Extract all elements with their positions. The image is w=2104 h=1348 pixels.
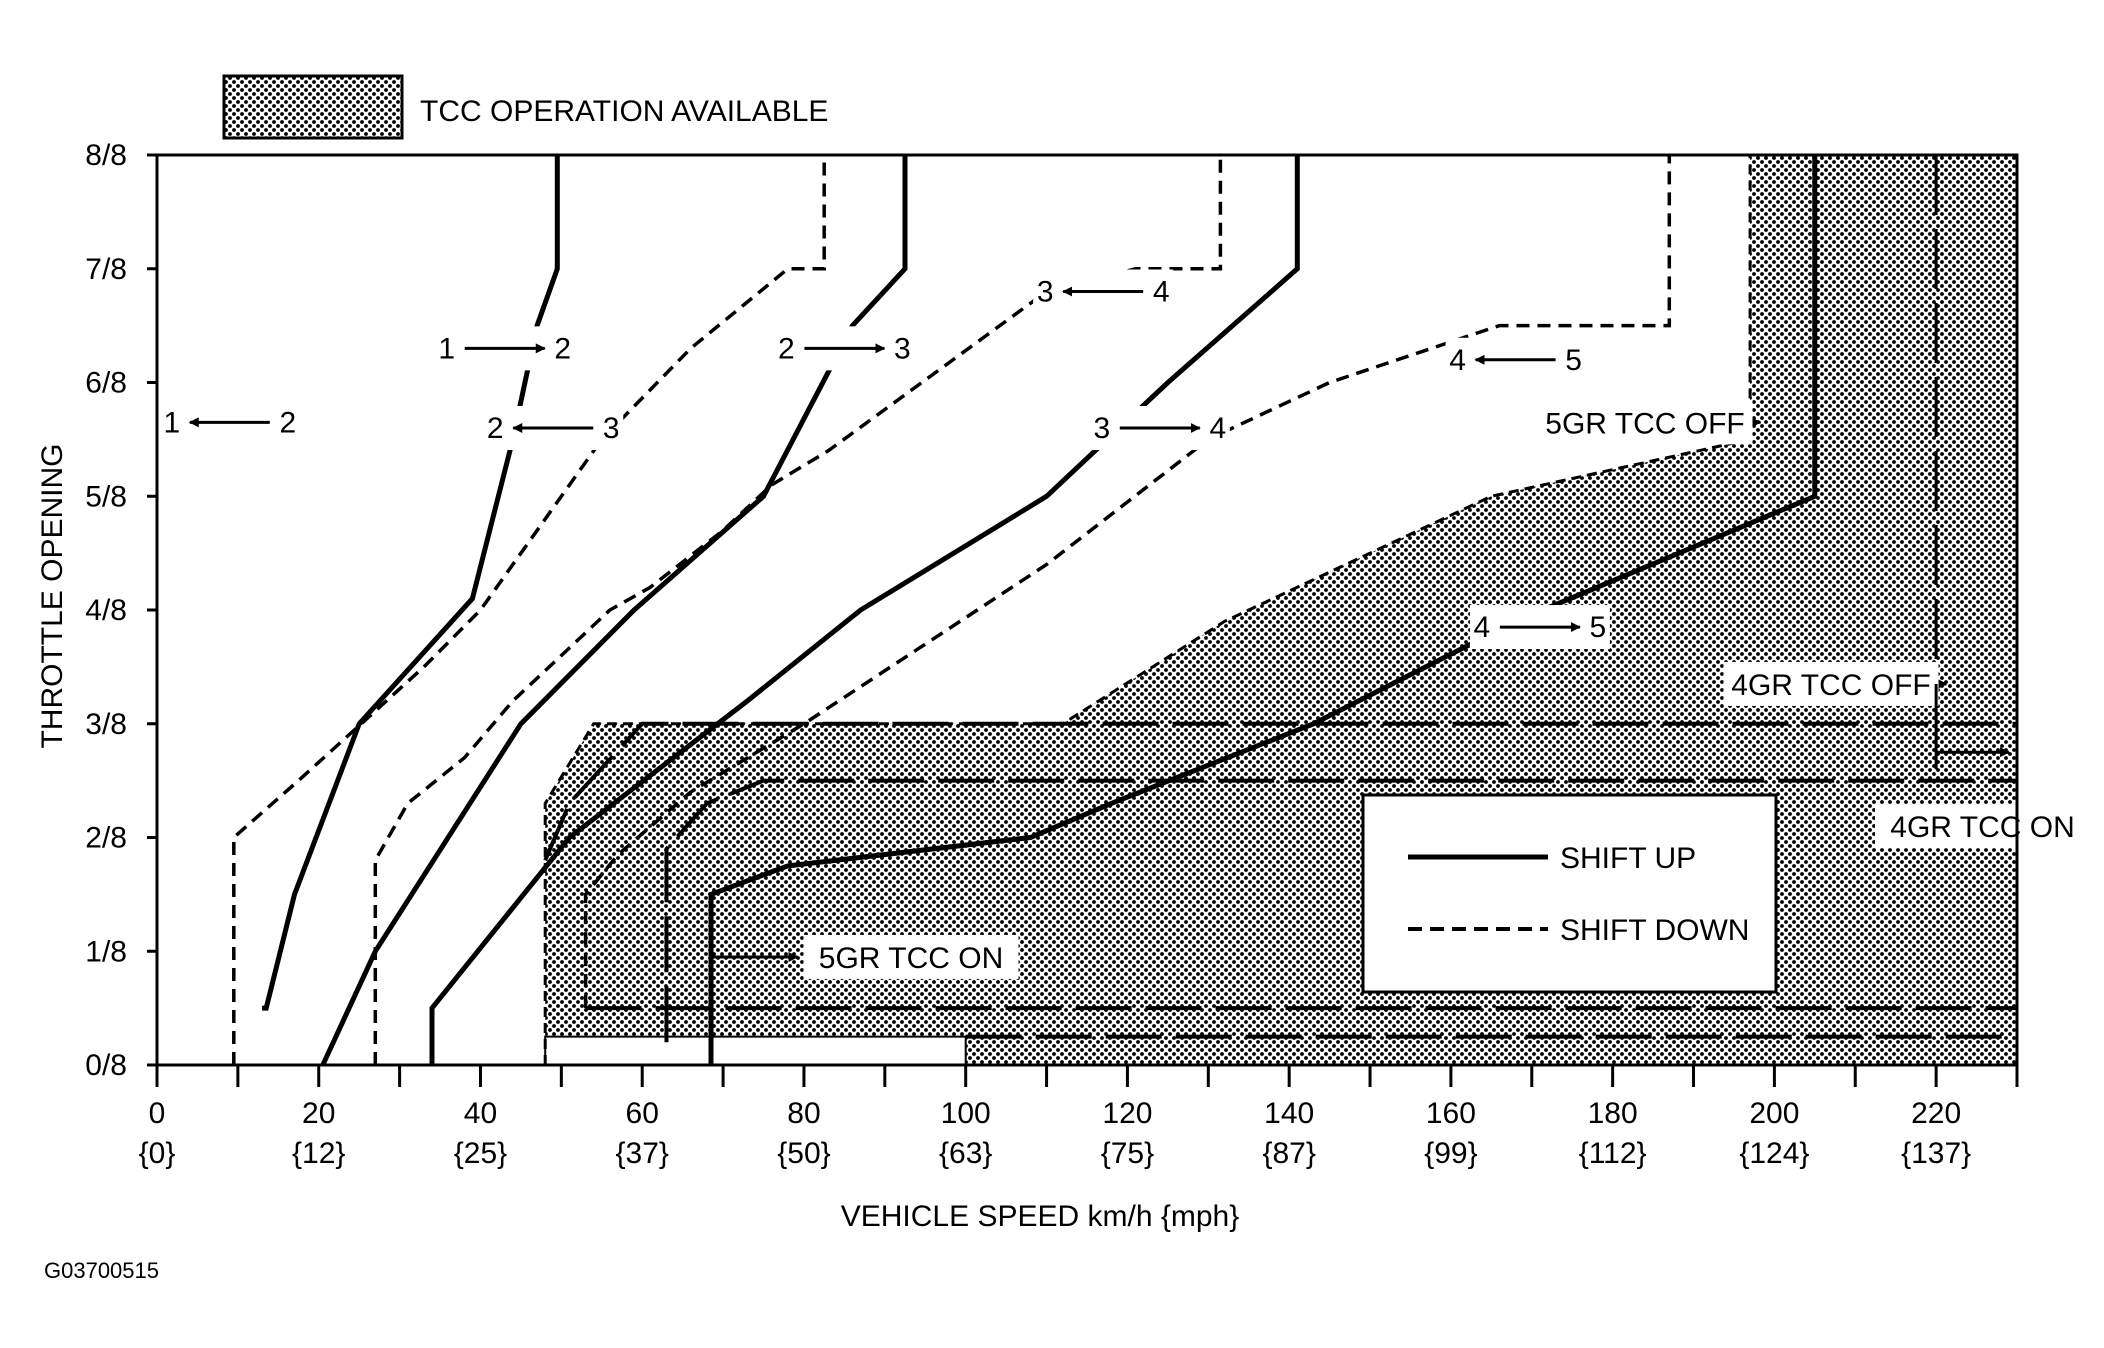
series-line-4gr-tcc-lock-up xyxy=(543,721,2017,862)
tcc-labels: 5GR TCC OFF 4GR TCC OFF 4GR TCC ON 5GR TCC … xyxy=(710,155,2090,979)
tcc-legend: TCC OPERATION AVAILABLE xyxy=(222,74,828,140)
tcc-label-text: 5GR TCC ON xyxy=(819,942,1003,975)
y-tick-label: 6/8 xyxy=(85,367,127,400)
tcc-lines xyxy=(543,721,2017,1043)
tcc-region-blank-strip xyxy=(544,1035,967,1066)
x-tick-label-mph: {99} xyxy=(1424,1137,1477,1170)
series-line-4-3 xyxy=(583,155,1672,1009)
annotation-to: 3 xyxy=(603,412,620,445)
x-tick-label-mph: {112} xyxy=(1579,1137,1647,1170)
annotation-from: 1 xyxy=(438,332,455,365)
tcc-legend-label: TCC OPERATION AVAILABLE xyxy=(420,95,828,128)
x-tick-label-kmh: 20 xyxy=(302,1097,335,1130)
y-tick-label: 0/8 xyxy=(85,1049,127,1082)
y-tick-label: 7/8 xyxy=(85,253,127,286)
y-tick-label: 1/8 xyxy=(85,935,127,968)
tcc-label-text: 4GR TCC OFF xyxy=(1731,669,1930,702)
tcc-label-bg xyxy=(1537,400,1753,445)
tcc-label-5gr-tcc-off: 5GR TCC OFF xyxy=(1537,400,1762,445)
x-tick-label-kmh: 0 xyxy=(149,1097,166,1130)
annotation-from: 3 xyxy=(1093,412,1110,445)
x-axis-title: VEHICLE SPEED km/h {mph} xyxy=(841,1200,1240,1233)
x-tick-label-kmh: 60 xyxy=(626,1097,659,1130)
tcc-label-4gr-tcc-off: 4GR TCC OFF xyxy=(1723,155,1948,706)
x-tick-label-kmh: 40 xyxy=(464,1097,497,1130)
tcc-label-bg xyxy=(1875,804,2090,849)
tcc-label-text: 5GR TCC OFF xyxy=(1545,407,1744,440)
series-line-3-4 xyxy=(429,155,1300,1065)
tcc-region-boundary xyxy=(543,153,2017,1065)
shift-lines xyxy=(232,155,1818,1067)
x-tick-label-mph: {124} xyxy=(1739,1137,1809,1170)
y-tick-label: 3/8 xyxy=(85,708,127,741)
plot-region xyxy=(543,153,2018,1066)
tcc-legend-swatch xyxy=(222,74,404,140)
figure-id: G03700515 xyxy=(44,1258,159,1283)
legend: SHIFT UP SHIFT DOWN xyxy=(1361,793,1778,994)
y-tick-label: 2/8 xyxy=(85,822,127,855)
x-tick-label-mph: {37} xyxy=(616,1137,669,1170)
annotation-to: 2 xyxy=(279,406,296,439)
x-tick-label-mph: {0} xyxy=(139,1137,176,1170)
series-line-1-2 xyxy=(262,155,560,1011)
x-tick-label-mph: {63} xyxy=(939,1137,992,1170)
series-line-4-5 xyxy=(708,155,1818,1065)
x-tick-label-mph: {137} xyxy=(1901,1137,1971,1170)
legend-shift-down-label: SHIFT DOWN xyxy=(1560,914,1749,947)
x-axis: 0 {0} 20 {12} 40 {25} 60 {37} 80 {50} 100 {63} 120 {7… xyxy=(139,1065,2019,1170)
y-tick-label: 5/8 xyxy=(85,480,127,513)
series-line-3-2 xyxy=(373,155,1223,1065)
annotation-to: 3 xyxy=(894,332,911,365)
y-axis: 0/8 1/8 2/8 3/8 4/8 5/8 6/8 7/8 8/8 xyxy=(85,139,157,1082)
annotation-to: 5 xyxy=(1590,611,1607,644)
series-line-2-3 xyxy=(320,155,908,1067)
annotation-from: 1 xyxy=(163,406,180,439)
x-tick-label-kmh: 160 xyxy=(1426,1097,1476,1130)
x-tick-label-mph: {50} xyxy=(777,1137,830,1170)
x-tick-label-mph: {25} xyxy=(454,1137,507,1170)
x-tick-label-kmh: 120 xyxy=(1102,1097,1152,1130)
annotation-from: 4 xyxy=(1449,344,1466,377)
x-tick-label-mph: {75} xyxy=(1101,1137,1154,1170)
series-line-5gr-tcc-lock-up xyxy=(664,778,2017,1043)
x-tick-label-kmh: 140 xyxy=(1264,1097,1314,1130)
legend-shift-up-label: SHIFT UP xyxy=(1560,842,1696,875)
tcc-label-bg xyxy=(1723,661,1939,706)
annotation-to: 5 xyxy=(1565,344,1582,377)
y-axis-title: THROTTLE OPENING xyxy=(36,443,69,748)
x-tick-label-mph: {87} xyxy=(1262,1137,1315,1170)
tcc-label-5gr-tcc-on: 5GR TCC ON xyxy=(710,934,1019,979)
x-tick-label-kmh: 100 xyxy=(941,1097,991,1130)
annotation-to: 4 xyxy=(1153,276,1170,309)
annotation-from: 2 xyxy=(487,412,504,445)
tcc-label-4gr-tcc-on: 4GR TCC ON xyxy=(1875,683,2090,849)
annotation-from: 2 xyxy=(778,332,795,365)
x-tick-label-kmh: 180 xyxy=(1588,1097,1638,1130)
tcc-region xyxy=(545,155,2018,1065)
annotation-to: 2 xyxy=(554,332,571,365)
x-tick-label-kmh: 80 xyxy=(787,1097,820,1130)
y-tick-label: 4/8 xyxy=(85,594,127,627)
tcc-label-bg xyxy=(803,934,1019,979)
annotation-from: 3 xyxy=(1037,276,1054,309)
annotation-to: 4 xyxy=(1209,412,1226,445)
annotation-from: 4 xyxy=(1474,611,1491,644)
x-tick-label-mph: {12} xyxy=(292,1137,345,1170)
tcc-label-text: 4GR TCC ON xyxy=(1890,811,2074,844)
y-tick-label: 8/8 xyxy=(85,139,127,172)
x-tick-label-kmh: 200 xyxy=(1749,1097,1799,1130)
legend-box xyxy=(1361,793,1778,994)
x-tick-label-kmh: 220 xyxy=(1911,1097,1961,1130)
